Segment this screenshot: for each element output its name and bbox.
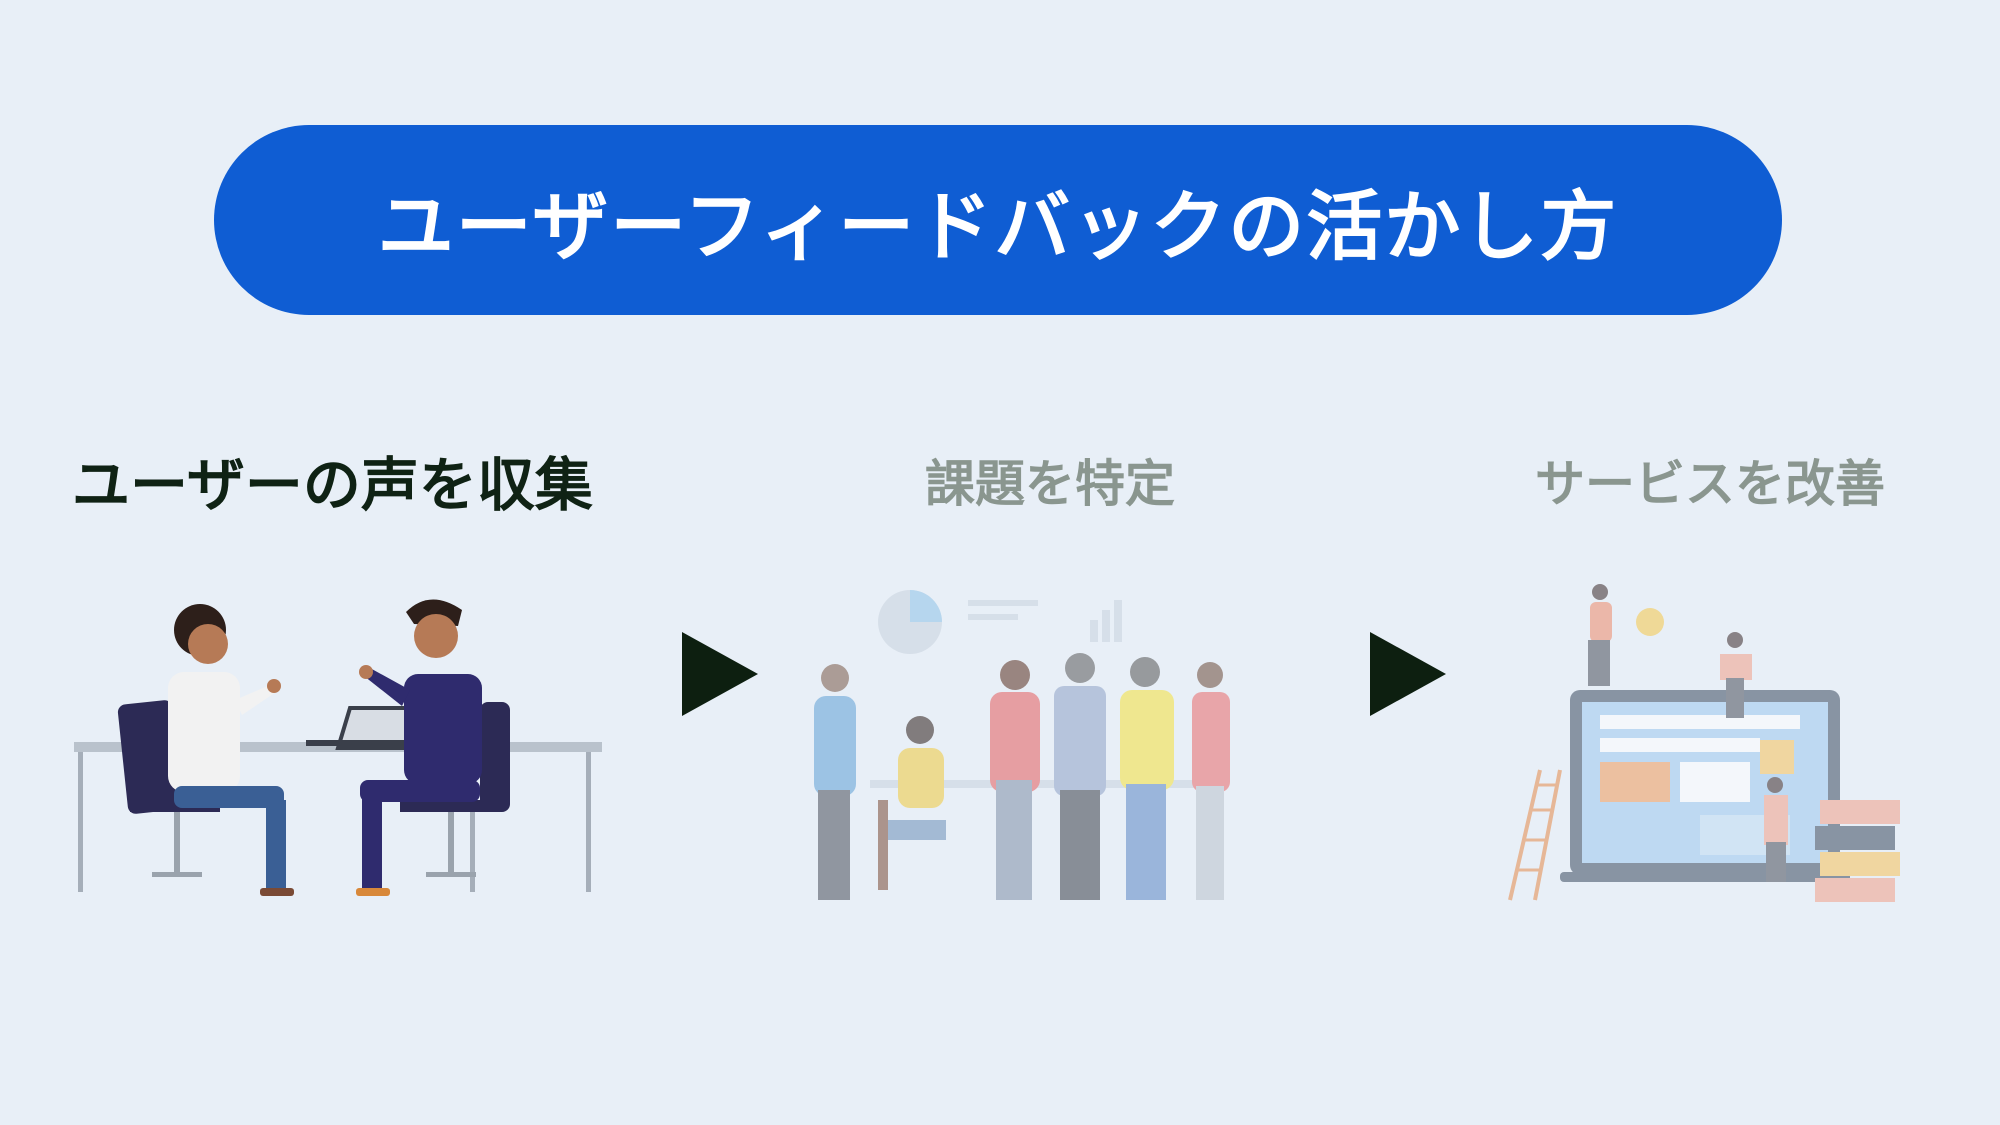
play-arrow-icon bbox=[682, 632, 758, 716]
service-improvement-illustration bbox=[1508, 584, 1900, 902]
step-label-collect: ユーザーの声を収集 bbox=[72, 451, 593, 519]
title-banner: ユーザーフィードバックの活かし方 bbox=[214, 125, 1782, 315]
team-discussion-illustration bbox=[814, 590, 1230, 900]
step-label-improve: サービスを改善 bbox=[1535, 455, 1885, 513]
play-arrow-icon bbox=[1370, 632, 1446, 716]
page-title: ユーザーフィードバックの活かし方 bbox=[377, 182, 1619, 271]
meeting-illustration bbox=[74, 599, 602, 896]
step-label-identify: 課題を特定 bbox=[925, 455, 1175, 513]
